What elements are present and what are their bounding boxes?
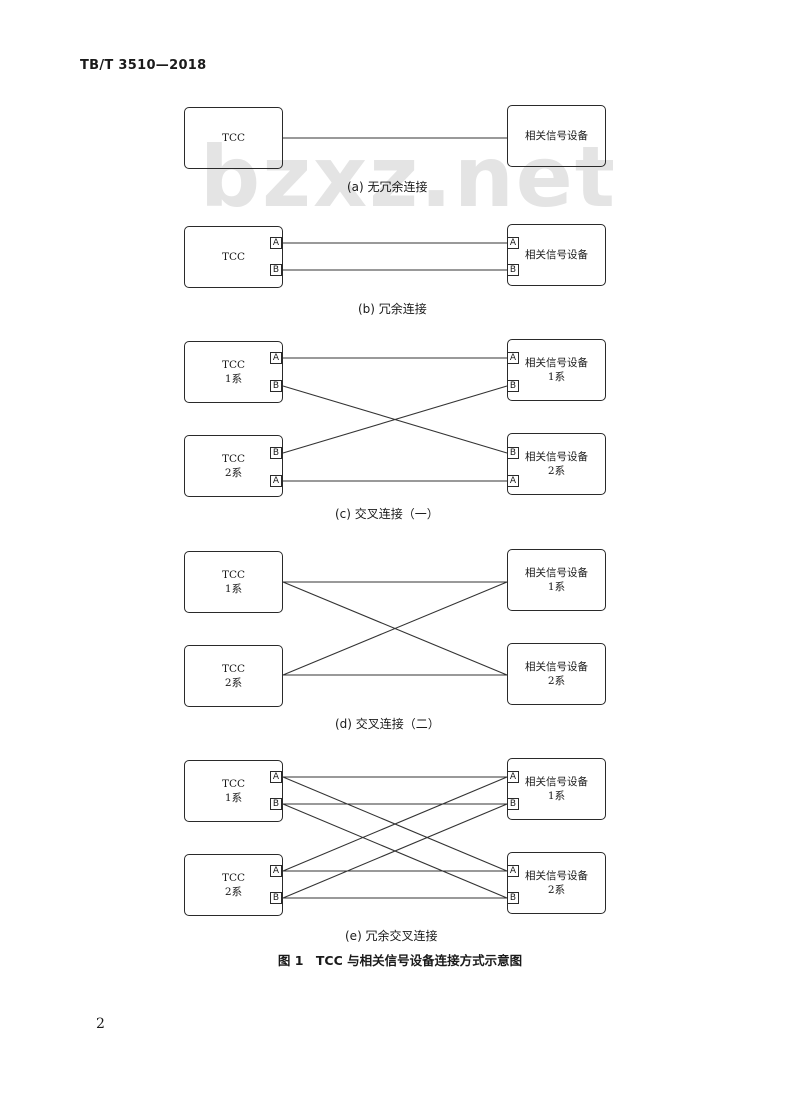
caption-b: (b) 冗余连接 <box>358 302 427 316</box>
caption-a: (a) 无冗余连接 <box>347 180 428 194</box>
line-e-7 <box>282 803 508 899</box>
port-c-r2-a: A <box>507 475 519 487</box>
port-b-right-b: B <box>507 264 519 276</box>
port-e-r2-a: A <box>507 865 519 877</box>
page-number: 2 <box>96 1016 105 1032</box>
port-e-l1-b: B <box>270 798 282 810</box>
line-d-3 <box>282 581 508 676</box>
line-c-3 <box>282 385 508 454</box>
figure-title: 图 1 TCC 与相关信号设备连接方式示意图 <box>277 953 523 968</box>
tcc-box-b: TCC <box>184 226 283 288</box>
caption-d: (d) 交叉连接（二） <box>335 717 440 731</box>
signal-device-box-a: 相关信号设备 <box>507 105 606 167</box>
port-b-left-a: A <box>270 237 282 249</box>
signal-device-box-b: 相关信号设备 <box>507 224 606 286</box>
tcc-box-a: TCC <box>184 107 283 169</box>
port-c-r2-b: B <box>507 447 519 459</box>
port-e-l2-b: B <box>270 892 282 904</box>
port-c-r1-b: B <box>507 380 519 392</box>
port-e-r2-b: B <box>507 892 519 904</box>
caption-e: (e) 冗余交叉连接 <box>345 929 438 943</box>
port-c-l2-b: B <box>270 447 282 459</box>
port-e-r1-a: A <box>507 771 519 783</box>
port-e-l1-a: A <box>270 771 282 783</box>
port-e-l2-a: A <box>270 865 282 877</box>
port-c-r1-a: A <box>507 352 519 364</box>
line-e-5 <box>282 776 508 872</box>
port-e-r1-b: B <box>507 798 519 810</box>
port-b-right-a: A <box>507 237 519 249</box>
port-c-l2-a: A <box>270 475 282 487</box>
caption-c: (c) 交叉连接（一） <box>335 507 439 521</box>
port-c-l1-b: B <box>270 380 282 392</box>
port-c-l1-a: A <box>270 352 282 364</box>
document-header: TB/T 3510—2018 <box>80 58 207 73</box>
port-b-left-b: B <box>270 264 282 276</box>
